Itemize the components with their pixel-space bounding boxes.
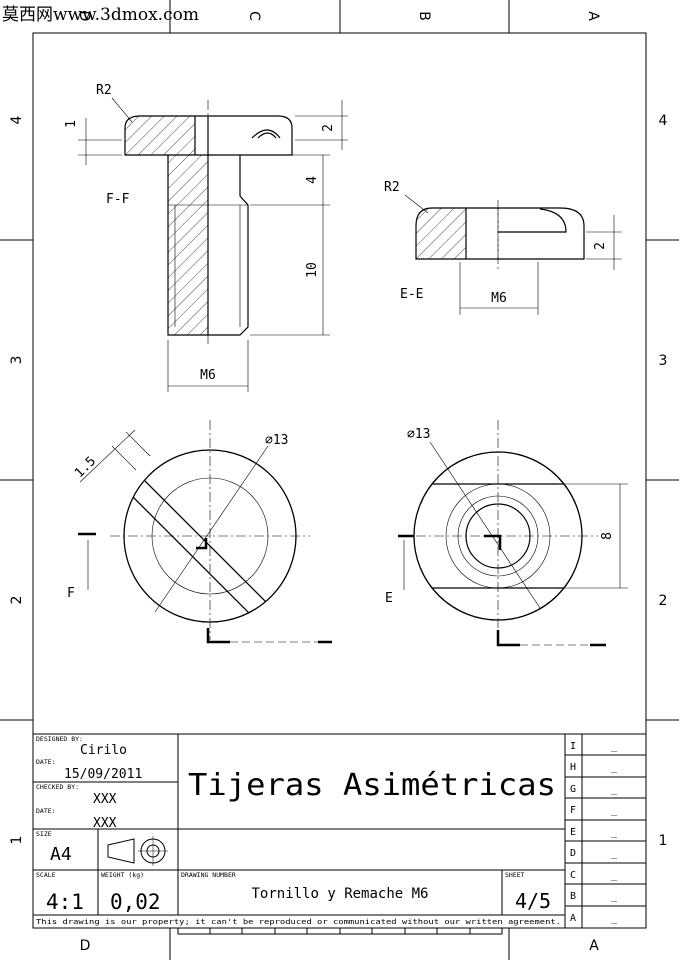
top-view-left-labels: ∅13 1.5 F (67, 433, 288, 601)
ee-thread-label: M6 (491, 291, 507, 306)
zone-right-2: 2 (659, 593, 668, 609)
top-view-right (398, 420, 628, 647)
ff-head-right-label: 2 (321, 124, 336, 132)
checked-by-label: CHECKED BY: (36, 783, 79, 791)
rev-letter: B (570, 891, 576, 902)
rev-value: _ (611, 913, 618, 924)
top-view-right-labels: ∅13 8 E (385, 427, 615, 606)
title-block (32, 733, 647, 935)
ff-thread-label: M6 (200, 368, 216, 383)
rev-letter: F (570, 805, 576, 816)
drawing-number-label: DRAWING NUMBER (181, 871, 236, 879)
section-ff-view (124, 100, 293, 345)
zone-right-1: 1 (659, 833, 668, 849)
ff-shank-lower-label: 10 (305, 262, 320, 278)
date-value: 15/09/2011 (64, 767, 142, 782)
size-label: SIZE (36, 830, 52, 838)
zone-top-b: B (416, 11, 432, 21)
zone-top-d: D (76, 11, 92, 22)
section-ee-view (415, 200, 585, 270)
designed-by-label: DESIGNED BY: (36, 735, 83, 743)
right-height-label: 8 (600, 532, 615, 540)
scale-value: 4:1 (46, 890, 84, 914)
ff-radius-label: R2 (96, 83, 112, 98)
scale-label: SCALE (36, 871, 56, 879)
weight-label: WEIGHT (kg) (101, 871, 144, 879)
section-ee-labels: R2 2 M6 E-E (384, 180, 608, 306)
date-label: DATE: (36, 758, 56, 766)
left-slot-label: 1.5 (72, 454, 99, 481)
rev-letter: E (570, 827, 576, 838)
right-diameter-label: ∅13 (407, 427, 430, 442)
left-diameter-label: ∅13 (265, 433, 288, 448)
zone-right-3: 3 (659, 353, 668, 369)
section-ee-dimensions (404, 194, 622, 315)
zone-top-c: C (246, 11, 262, 21)
ee-height-label: 2 (593, 242, 608, 250)
watermark: 莫西网www.3dmox.com (2, 5, 199, 25)
ff-head-left-label: 1 (64, 120, 79, 128)
disclaimer: This drawing is our property; it can't b… (36, 918, 561, 926)
zone-bottom-d: D (80, 938, 91, 954)
section-ff-labels: R2 1 2 4 10 M6 F-F (64, 83, 336, 383)
sheet-label: SHEET (505, 871, 525, 879)
date2-value: XXX (93, 816, 117, 831)
ff-shank-upper-label: 4 (305, 176, 320, 184)
sheet-value: 4/5 (515, 889, 551, 913)
rev-letter: A (570, 913, 576, 924)
drawing-title: Tijeras Asimétricas (188, 768, 556, 803)
zone-left-1: 1 (9, 836, 25, 845)
date2-label: DATE: (36, 807, 56, 815)
rev-letter: I (570, 741, 576, 752)
rev-value: _ (611, 762, 618, 773)
rev-value: _ (611, 805, 618, 816)
left-cut-label: F (67, 586, 75, 601)
zone-top-a: A (585, 11, 601, 21)
rev-value: _ (611, 848, 618, 859)
zone-left-3: 3 (9, 356, 25, 365)
size-value: A4 (50, 844, 72, 865)
revision-table: I _ H _ G _ F _ E _ D _ C _ B _ A _ (570, 741, 618, 924)
ee-radius-label: R2 (384, 180, 400, 195)
rev-value: _ (611, 891, 618, 902)
rev-letter: H (570, 762, 576, 773)
rev-letter: G (570, 784, 576, 795)
weight-value: 0,02 (110, 890, 161, 914)
designed-by-value: Cirilo (80, 743, 127, 758)
rev-value: _ (611, 870, 618, 881)
right-cut-label: E (385, 591, 393, 606)
zone-labels: D C B A D A 4 3 2 1 4 3 2 1 (9, 11, 668, 954)
rev-letter: D (570, 848, 576, 859)
title-block-text: DESIGNED BY: Cirilo DATE: 15/09/2011 CHE… (36, 735, 561, 926)
rev-value: _ (611, 827, 618, 838)
rev-value: _ (611, 741, 618, 752)
section-ff-dimensions (78, 97, 348, 392)
top-view-left (78, 420, 332, 644)
checked-by-value: XXX (93, 792, 117, 807)
zone-left-2: 2 (9, 596, 25, 605)
rev-letter: C (570, 870, 576, 881)
ee-section-label: E-E (400, 287, 423, 302)
zone-right-4: 4 (659, 113, 668, 129)
ff-section-label: F-F (106, 192, 130, 207)
rev-value: _ (611, 784, 618, 795)
zone-left-4: 4 (9, 115, 25, 124)
zone-bottom-a: A (589, 938, 599, 954)
drawing-number-value: Tornillo y Remache M6 (251, 886, 428, 902)
